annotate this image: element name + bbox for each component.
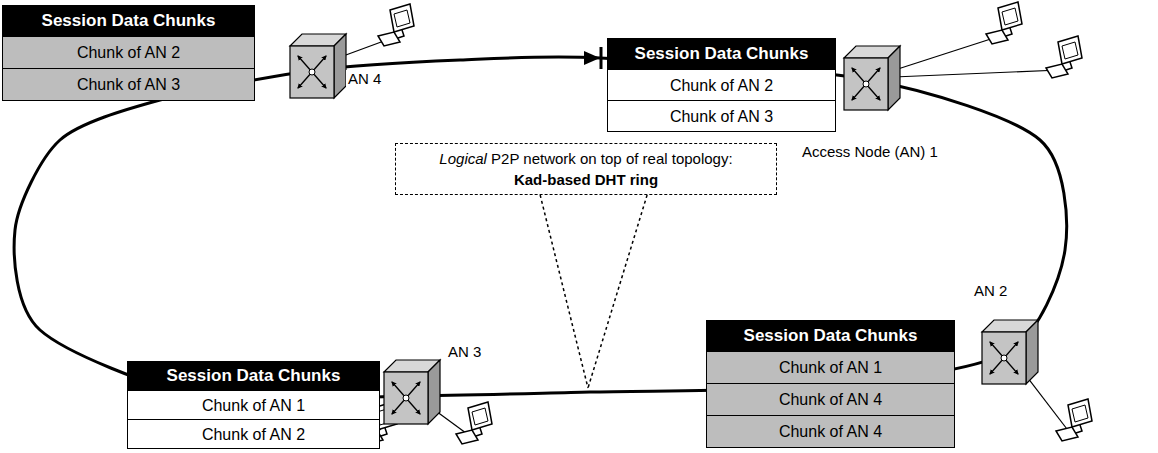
table-row: Chunk of AN 2 — [608, 69, 835, 100]
computer-icon — [986, 2, 1022, 44]
table-row: Chunk of AN 2 — [3, 36, 254, 68]
table-row: Chunk of AN 4 — [707, 415, 954, 447]
node-label: AN 3 — [446, 343, 483, 360]
switch-icon — [290, 34, 346, 98]
computer-icon — [1056, 399, 1092, 441]
switch-icon — [844, 46, 900, 110]
chunk-table: Session Data ChunksChunk of AN 2Chunk of… — [2, 5, 255, 101]
node-label: AN 4 — [346, 70, 383, 87]
table-header: Session Data Chunks — [128, 362, 379, 390]
table-header: Session Data Chunks — [707, 321, 954, 351]
table-row: Chunk of AN 4 — [707, 383, 954, 415]
ring-bar — [600, 47, 603, 69]
chunk-table: Session Data ChunksChunk of AN 2Chunk of… — [607, 38, 836, 132]
callout-text: Logical P2P network on top of real topol… — [408, 148, 764, 169]
computer-icon — [378, 4, 414, 46]
switch-icon — [384, 360, 440, 424]
leader-line — [588, 195, 647, 388]
table-header: Session Data Chunks — [608, 39, 835, 69]
table-row: Chunk of AN 3 — [608, 100, 835, 131]
node-label: AN 2 — [972, 282, 1009, 299]
computer-icon — [456, 402, 492, 444]
node-label: Access Node (AN) 1 — [800, 143, 940, 160]
leader-line — [540, 195, 588, 388]
computer-icon — [1046, 36, 1082, 78]
table-row: Chunk of AN 1 — [128, 390, 379, 419]
ring-arrowhead — [584, 51, 600, 65]
chunk-table: Session Data ChunksChunk of AN 1Chunk of… — [706, 320, 955, 448]
table-row: Chunk of AN 3 — [3, 68, 254, 100]
callout-title: Kad-based DHT ring — [408, 169, 764, 190]
callout-box: Logical P2P network on top of real topol… — [395, 143, 777, 195]
chunk-table: Session Data ChunksChunk of AN 1Chunk of… — [127, 361, 380, 449]
table-row: Chunk of AN 2 — [128, 419, 379, 448]
dht-ring — [14, 57, 1066, 400]
table-header: Session Data Chunks — [3, 6, 254, 36]
table-row: Chunk of AN 1 — [707, 351, 954, 383]
switch-icon — [982, 320, 1038, 384]
